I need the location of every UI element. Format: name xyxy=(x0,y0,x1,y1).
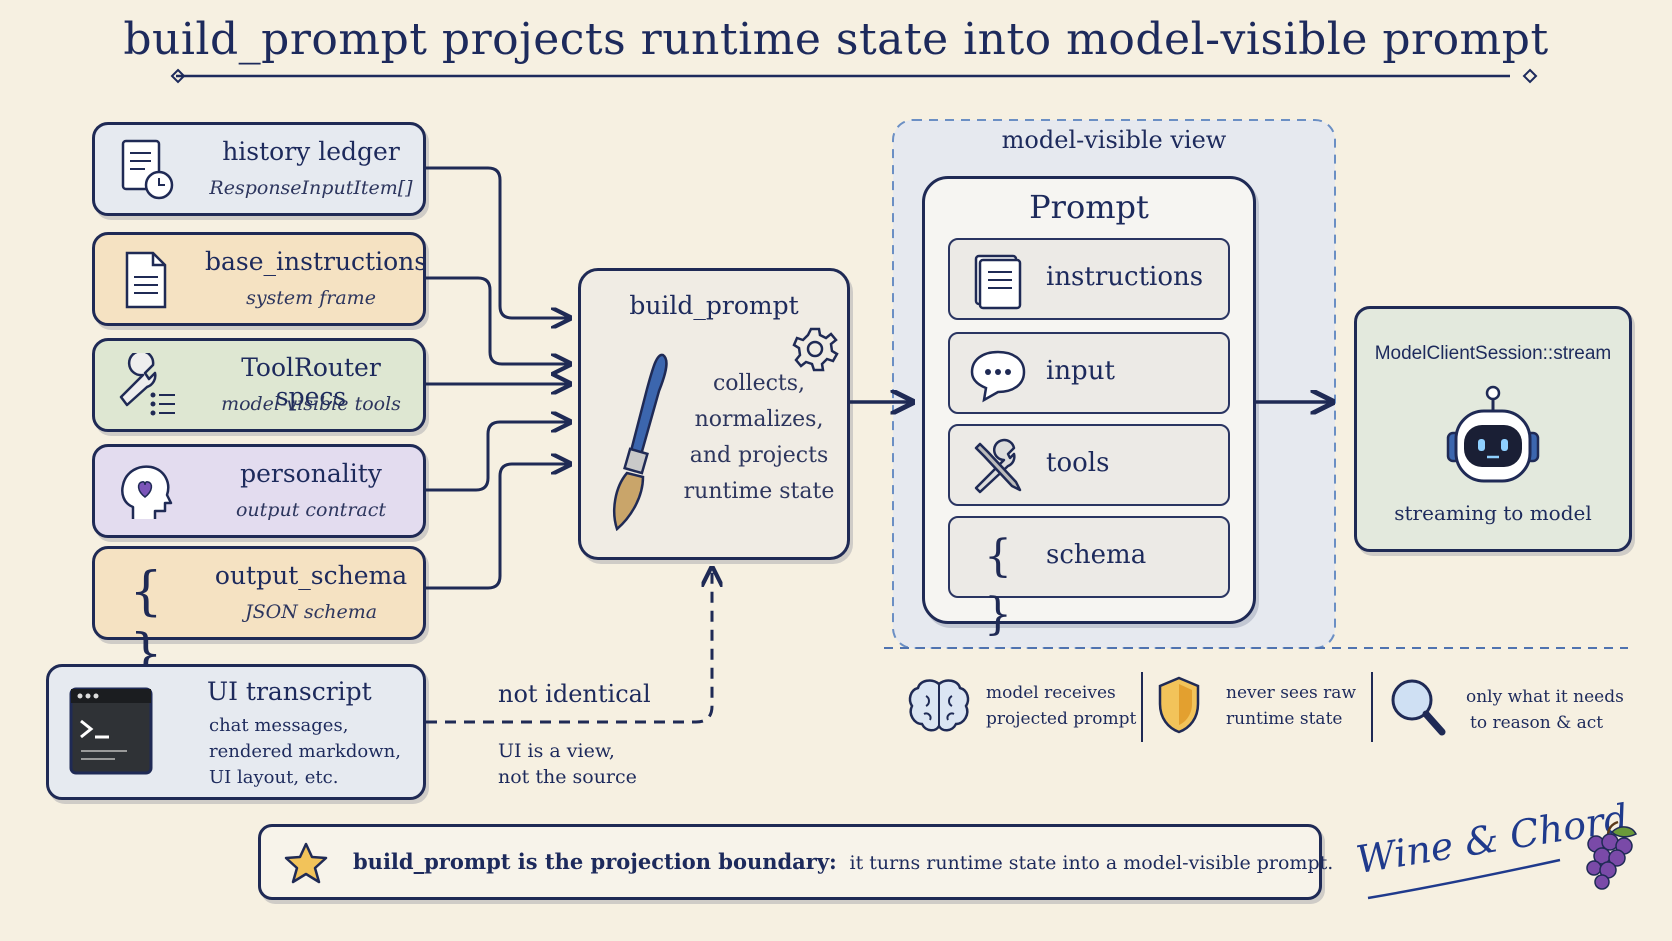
source-subtitle: system frame xyxy=(246,287,376,309)
not-identical-label: not identical xyxy=(498,680,651,708)
source-title: output_schema xyxy=(214,561,408,590)
source-subtitle: ResponseInputItem[] xyxy=(209,177,413,199)
build-prompt-desc-line: and projects xyxy=(689,443,829,468)
fact-line: to reason & act xyxy=(1470,713,1604,733)
build-prompt-title: build_prompt xyxy=(629,291,799,320)
title-diamond-right xyxy=(1522,68,1538,84)
prompt-row-label: tools xyxy=(1046,448,1110,478)
tools-icon xyxy=(974,438,1022,494)
ui-transcript-box: UI transcript chat messages, rendered ma… xyxy=(46,664,426,800)
gear-icon xyxy=(792,327,839,372)
footer-bold: build_prompt is the projection boundary: xyxy=(353,849,837,874)
arrow-personality-to-build xyxy=(426,422,568,492)
arrow-history-to-build xyxy=(426,166,568,318)
robot-icon xyxy=(1446,385,1540,483)
model-client-box: ModelClientSession::stream streaming to … xyxy=(1354,306,1632,552)
transcript-title: UI transcript xyxy=(207,677,372,706)
fact-line: runtime state xyxy=(1226,709,1343,729)
terminal-icon xyxy=(69,687,153,775)
model-client-caption: streaming to model xyxy=(1394,501,1592,525)
source-toolrouter-specs: ToolRouter specs model-visible tools xyxy=(92,338,426,432)
paintbrush-icon xyxy=(613,353,668,531)
document-icon xyxy=(125,251,167,309)
title-diamond-left xyxy=(170,68,186,84)
not-identical-note-line: UI is a view, xyxy=(498,740,615,762)
prompt-row-input: input xyxy=(948,332,1230,414)
model-client-title: ModelClientSession::stream xyxy=(1374,343,1612,364)
diagram-title: build_prompt projects runtime state into… xyxy=(123,14,1549,65)
source-title: base_instructions xyxy=(205,247,428,276)
transcript-line: chat messages, xyxy=(209,715,349,736)
grapes-icon xyxy=(1586,820,1638,890)
history-ledger-icon xyxy=(121,139,174,200)
arrow-transcript-dashed xyxy=(426,570,712,724)
arrow-base-to-build xyxy=(426,276,568,364)
build-prompt-box: build_prompt collects, normalizes, and p… xyxy=(578,268,850,560)
book-icon xyxy=(974,254,1022,310)
prompt-row-instructions: instructions xyxy=(948,238,1230,320)
source-personality: personality output contract xyxy=(92,444,426,538)
head-heart-icon xyxy=(121,465,173,519)
source-subtitle: JSON schema xyxy=(244,601,378,623)
braces-icon: { } xyxy=(984,531,1012,640)
fact-line: model receives xyxy=(986,683,1116,703)
prompt-title: Prompt xyxy=(1029,188,1149,226)
prompt-row-schema: { } schema xyxy=(948,516,1230,640)
source-title: ToolRouter specs xyxy=(241,353,381,411)
fact-line: only what it needs xyxy=(1466,687,1624,707)
prompt-row-tools: tools xyxy=(948,424,1230,506)
not-identical-note-line: not the source xyxy=(498,766,637,788)
transcript-line: rendered markdown, xyxy=(209,741,401,762)
chat-bubble-icon xyxy=(970,350,1026,403)
build-prompt-desc-line: runtime state xyxy=(683,479,835,504)
brain-icon xyxy=(908,679,970,732)
shield-icon xyxy=(1158,676,1200,734)
source-subtitle: model-visible tools xyxy=(221,393,401,415)
model-visible-view-label: model-visible view xyxy=(1001,126,1227,154)
footer-callout: build_prompt is the projection boundary:… xyxy=(258,824,1333,900)
fact-line: projected prompt xyxy=(986,709,1137,729)
wrench-list-icon xyxy=(119,353,175,416)
build-prompt-desc-line: collects, xyxy=(712,371,806,396)
braces-icon: { } xyxy=(129,562,163,684)
source-output-schema: { } output_schema JSON schema xyxy=(92,546,426,684)
star-icon xyxy=(284,842,328,884)
footer-rest: it turns runtime state into a model-visi… xyxy=(849,852,1334,874)
source-title: personality xyxy=(240,459,382,488)
build-prompt-desc-line: normalizes, xyxy=(694,407,824,432)
fact-line: never sees raw xyxy=(1226,683,1356,703)
magnifier-icon xyxy=(1391,679,1446,736)
source-history-ledger: history ledger ResponseInputItem[] xyxy=(92,122,426,216)
source-title: history ledger xyxy=(222,137,400,166)
prompt-row-label: input xyxy=(1046,356,1115,386)
transcript-line: UI layout, etc. xyxy=(209,767,339,788)
prompt-row-label: instructions xyxy=(1046,262,1204,292)
source-base-instructions: base_instructions system frame xyxy=(92,232,428,326)
source-subtitle: output contract xyxy=(235,499,387,521)
prompt-row-label: schema xyxy=(1046,540,1147,570)
arrow-schema-to-build xyxy=(426,464,568,590)
brand-underline xyxy=(1367,858,1561,900)
footer-text: build_prompt is the projection boundary:… xyxy=(353,849,1333,874)
